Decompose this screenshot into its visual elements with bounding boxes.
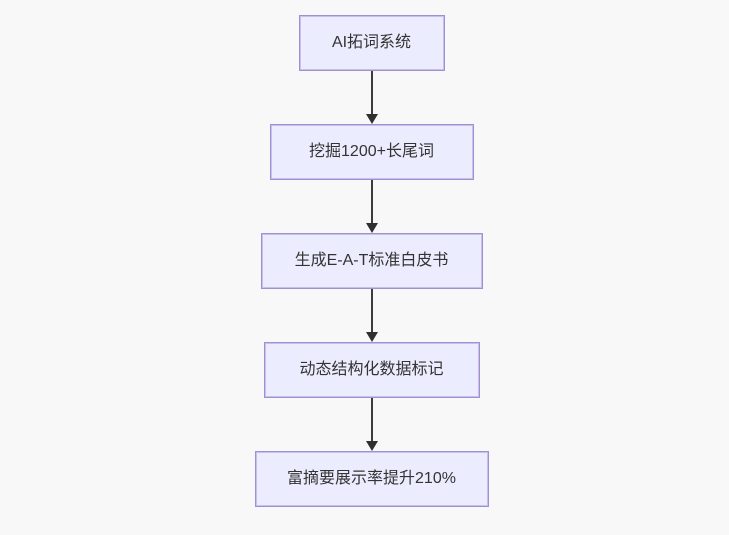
arrowhead-icon	[365, 332, 378, 342]
arrowhead-icon	[365, 223, 378, 233]
flowchart-node-D: 动态结构化数据标记	[263, 342, 480, 398]
arrow-shaft	[370, 180, 373, 225]
arrowhead-icon	[365, 114, 378, 124]
flow-arrow-down-icon	[365, 180, 379, 233]
node-label: 富摘要展示率提升210%	[287, 470, 456, 487]
arrow-shaft	[370, 71, 373, 116]
flowchart-node-C: 生成E-A-T标准白皮书	[260, 233, 483, 289]
flow-arrow-down-icon	[365, 289, 379, 342]
node-label: 生成E-A-T标准白皮书	[294, 252, 449, 269]
node-label: 动态结构化数据标记	[299, 361, 444, 378]
flow-arrow-down-icon	[365, 398, 379, 451]
flowchart-node-E: 富摘要展示率提升210%	[254, 451, 489, 507]
arrowhead-icon	[365, 441, 378, 451]
arrow-shaft	[370, 398, 373, 443]
flow-arrow-down-icon	[365, 71, 379, 124]
node-label: AI拓词系统	[331, 34, 412, 51]
node-label: 挖掘1200+长尾词	[309, 143, 434, 160]
flowchart-canvas: AI拓词系统挖掘1200+长尾词生成E-A-T标准白皮书动态结构化数据标记富摘要…	[7, 0, 729, 535]
flowchart-node-A: AI拓词系统	[298, 15, 445, 71]
arrow-shaft	[370, 289, 373, 334]
flowchart-node-B: 挖掘1200+长尾词	[269, 124, 474, 180]
